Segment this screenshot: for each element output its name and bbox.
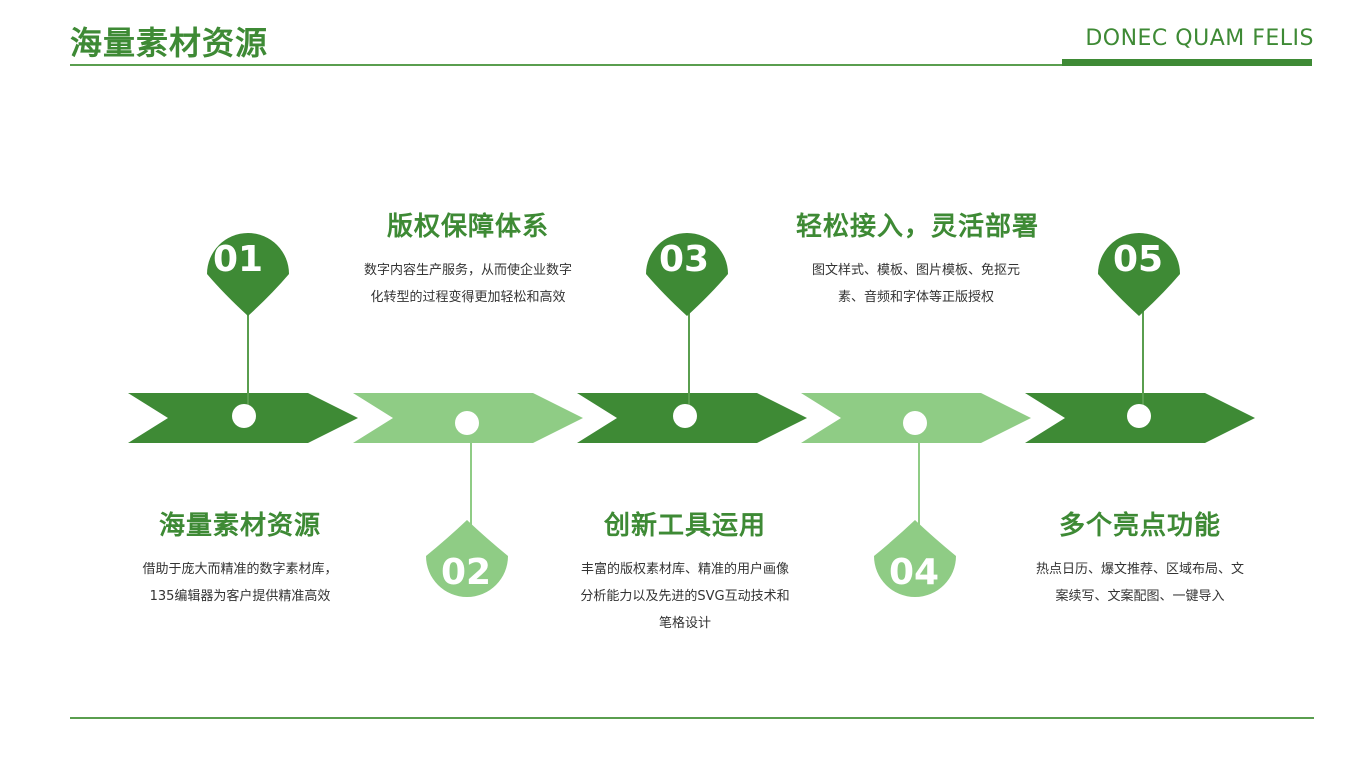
step-3-heading: 创新工具运用 bbox=[603, 511, 766, 541]
step-5: 05 bbox=[1025, 233, 1255, 443]
step-3-dot bbox=[673, 404, 697, 428]
step-1-dot bbox=[232, 404, 256, 428]
step-4-number: 04 bbox=[889, 552, 939, 593]
step-4: 04 bbox=[801, 393, 1031, 597]
step-5-heading: 多个亮点功能 bbox=[1058, 511, 1221, 541]
step-1-pin bbox=[207, 233, 289, 316]
step-2-heading: 版权保障体系 bbox=[386, 212, 549, 242]
step-5-number: 05 bbox=[1113, 239, 1163, 280]
step-1-number: 01 bbox=[213, 239, 263, 280]
brand-text: DONEC QUAM FELIS bbox=[1085, 26, 1314, 51]
step-3-number: 03 bbox=[659, 239, 709, 280]
footer-divider bbox=[70, 717, 1314, 719]
step-2-description: 数字内容生产服务，从而使企业数字化转型的过程变得更加轻松和高效 bbox=[363, 263, 572, 305]
step-5-dot bbox=[1127, 404, 1151, 428]
step-5-text: 多个亮点功能 热点日历、爆文推荐、区域布局、文案续写、文案配图、一键导入 bbox=[1020, 505, 1260, 610]
step-2-pin bbox=[426, 520, 508, 597]
step-1-text: 海量素材资源 借助于庞大而精准的数字素材库，135编辑器为客户提供精准高效 bbox=[120, 505, 360, 610]
step-5-description: 热点日历、爆文推荐、区域布局、文案续写、文案配图、一键导入 bbox=[1035, 562, 1244, 604]
step-3-description: 丰富的版权素材库、精准的用户画像分析能力以及先进的SVG互动技术和笔格设计 bbox=[580, 562, 790, 631]
step-3-pin bbox=[646, 233, 728, 316]
header-accent-bar bbox=[1062, 59, 1312, 66]
step-2: 02 bbox=[353, 393, 583, 597]
step-4-text: 轻松接入，灵活部署 图文样式、模板、图片模板、免抠元素、音频和字体等正版授权 bbox=[796, 206, 1040, 311]
page-title: 海量素材资源 bbox=[70, 24, 269, 62]
step-4-dot bbox=[903, 411, 927, 435]
step-5-pin bbox=[1098, 233, 1180, 316]
step-2-number: 02 bbox=[441, 552, 491, 593]
step-4-pin bbox=[874, 520, 956, 597]
step-3: 03 bbox=[577, 233, 807, 443]
step-3-text: 创新工具运用 丰富的版权素材库、精准的用户画像分析能力以及先进的SVG互动技术和… bbox=[565, 505, 805, 637]
step-1-heading: 海量素材资源 bbox=[158, 511, 321, 541]
step-2-dot bbox=[455, 411, 479, 435]
step-4-description: 图文样式、模板、图片模板、免抠元素、音频和字体等正版授权 bbox=[811, 263, 1020, 305]
step-4-heading: 轻松接入，灵活部署 bbox=[796, 212, 1040, 242]
step-1: 01 bbox=[128, 233, 358, 443]
step-2-text: 版权保障体系 数字内容生产服务，从而使企业数字化转型的过程变得更加轻松和高效 bbox=[348, 206, 588, 311]
step-1-description: 借助于庞大而精准的数字素材库，135编辑器为客户提供精准高效 bbox=[142, 562, 338, 604]
header-divider bbox=[70, 64, 1312, 66]
